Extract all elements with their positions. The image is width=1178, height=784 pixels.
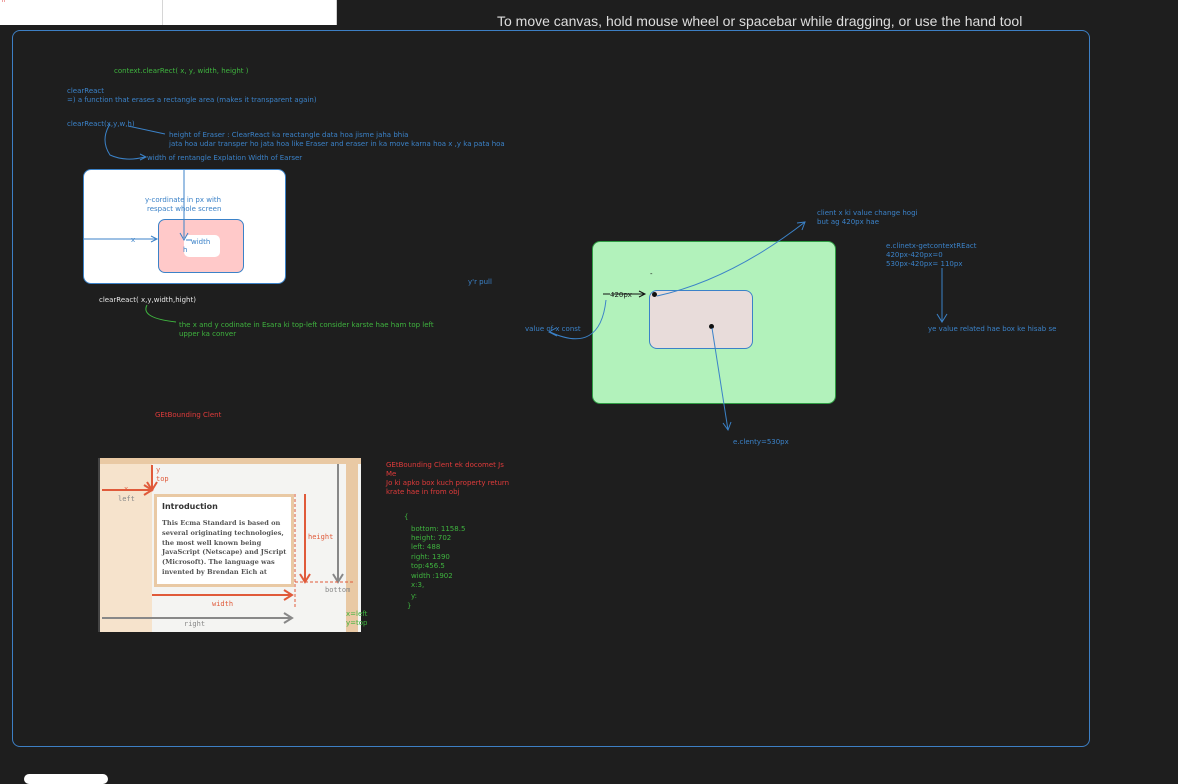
clear-react-signature: clearReact( x,y,width,hight) bbox=[99, 296, 196, 304]
obj-open: { bbox=[404, 513, 409, 521]
thumbnail-divider bbox=[162, 0, 163, 25]
client-x-arrow bbox=[656, 221, 806, 297]
canvas-hint: To move canvas, hold mouse wheel or spac… bbox=[497, 13, 1023, 29]
obj-x: x:3, bbox=[411, 581, 425, 589]
get-bounding-note-2: Me bbox=[386, 470, 397, 478]
value-const-arrow bbox=[549, 299, 607, 340]
diagram-arrows bbox=[102, 464, 355, 624]
obj-height: height: 702 bbox=[411, 534, 452, 542]
obj-right: right: 1390 bbox=[411, 553, 450, 561]
diagram-x-label: x bbox=[124, 485, 129, 493]
point-dot[interactable] bbox=[709, 324, 714, 329]
y-top-note: y=top bbox=[346, 619, 368, 627]
width-arrowhead bbox=[139, 153, 148, 161]
y-coord-note-2: respact whole screen bbox=[147, 205, 222, 213]
yr-pull: y'r pull bbox=[468, 278, 492, 286]
client-x-note-2: but ag 420px hae bbox=[817, 218, 880, 226]
width-label: width bbox=[191, 238, 213, 246]
canvas-frame[interactable] bbox=[12, 30, 1090, 747]
dash-mark: - bbox=[650, 270, 653, 278]
diagram-top-label: top bbox=[156, 475, 169, 483]
get-bounding-note-1: GEtBounding Clent ek docomet Js bbox=[386, 461, 504, 469]
xy-note-arrow bbox=[145, 304, 177, 323]
diagram-title: Introduction bbox=[162, 502, 218, 511]
px-label: 420px bbox=[610, 291, 632, 299]
y-related-note: ye value related hae box ke hisab se bbox=[928, 325, 1057, 333]
obj-left: left: 488 bbox=[411, 543, 441, 551]
xy-note-1: the x and y codinate in Esara ki top-lef… bbox=[179, 321, 434, 329]
x-left-note: x=left bbox=[346, 610, 368, 618]
get-bounding-heading: GEtBounding Clent bbox=[155, 411, 222, 419]
inner-box-rectangle[interactable] bbox=[649, 290, 753, 349]
calc-line-2: 420px-420px=0 bbox=[886, 251, 943, 259]
height-arrow bbox=[127, 125, 166, 135]
diagram-height-label: height bbox=[308, 533, 334, 541]
h-label: h bbox=[183, 246, 188, 254]
point-dot[interactable] bbox=[652, 292, 657, 297]
diagram-bottom-label: bottom bbox=[325, 586, 351, 594]
diagram-width-label: width bbox=[212, 600, 234, 608]
calc-line-1: e.clinetx-getcontextREact bbox=[886, 242, 977, 250]
eraser-inner-rectangle[interactable] bbox=[184, 235, 220, 257]
bounding-rect-diagram-image[interactable]: Introduction This Ecma Standard is based… bbox=[98, 458, 361, 632]
client-y-arrow bbox=[711, 327, 729, 431]
clear-rect-call: context.clearRect( x, y, width, height ) bbox=[114, 67, 249, 75]
obj-top: top:456.5 bbox=[411, 562, 445, 570]
diagram-page-box bbox=[154, 494, 294, 587]
width-note: width of rentangle Explation Width of Ea… bbox=[147, 154, 303, 162]
height-note-1: height of Eraser : ClearReact ka reactan… bbox=[169, 131, 409, 139]
diagram-body: This Ecma Standard is based on several o… bbox=[162, 519, 287, 576]
obj-y: y: bbox=[411, 592, 417, 600]
get-bounding-note-4: krate hae in from obj bbox=[386, 488, 460, 496]
calc-line-3: 530px-420px= 110px bbox=[886, 260, 963, 268]
obj-close: } bbox=[407, 602, 412, 610]
obj-bottom: bottom: 1158.5 bbox=[411, 525, 466, 533]
x-label: x bbox=[131, 236, 136, 244]
y-coord-note-1: y-cordinate in px with bbox=[145, 196, 222, 204]
clear-react-desc: =) a function that erases a rectangle ar… bbox=[67, 96, 317, 104]
diagram-left-label: left bbox=[118, 495, 135, 503]
value-x-const: value of x const bbox=[525, 325, 581, 333]
clear-react-params: clearReact(x,y,w,h) bbox=[67, 120, 135, 128]
client-y-note: e.clenty=530px bbox=[733, 438, 789, 446]
height-note-2: jata hoa udar transper ho jata hoa like … bbox=[169, 140, 505, 148]
xy-note-2: upper ka conver bbox=[179, 330, 237, 338]
diagram-y-label: y bbox=[156, 466, 161, 474]
page-thumbnail[interactable]: n bbox=[0, 0, 337, 25]
client-x-note-1: client x ki value change hogi bbox=[817, 209, 918, 217]
clear-react-title: clearReact bbox=[67, 87, 105, 95]
obj-width: width :1902 bbox=[411, 572, 453, 580]
get-bounding-note-3: Jo ki apko box kuch property return bbox=[386, 479, 510, 487]
width-arrow bbox=[104, 123, 146, 160]
thumbnail-mark: n bbox=[2, 0, 6, 4]
diagram-right-label: right bbox=[184, 620, 206, 628]
bottom-toolbar-pill[interactable] bbox=[24, 774, 108, 784]
